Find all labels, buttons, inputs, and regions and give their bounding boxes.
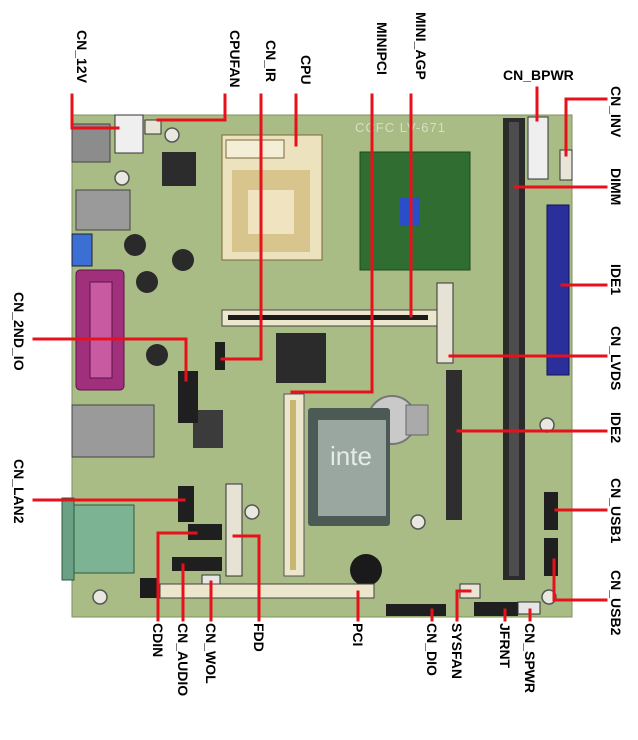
capacitors bbox=[124, 234, 194, 366]
label-cn-dio: CN_DIO bbox=[424, 623, 440, 676]
label-mini-agp: MINI_AGP bbox=[413, 12, 429, 80]
2nd-io-header bbox=[178, 371, 198, 423]
label-cn-wol: CN_WOL bbox=[203, 623, 219, 684]
leader-sysfan bbox=[455, 589, 472, 622]
ide2-connector bbox=[446, 370, 462, 520]
northbridge-chip bbox=[359, 151, 471, 271]
jfrnt-header bbox=[474, 602, 518, 616]
label-cpu: CPU bbox=[298, 55, 314, 85]
southbridge-chip: inte bbox=[308, 408, 390, 526]
ide1-connector bbox=[546, 204, 570, 376]
label-cn-lvds: CN_LVDS bbox=[608, 326, 624, 390]
label-ide2: IDE2 bbox=[608, 412, 624, 443]
ir-header bbox=[215, 342, 225, 370]
label-cn-spwr: CN_SPWR bbox=[522, 623, 538, 693]
label-cn-bpwr: CN_BPWR bbox=[503, 67, 574, 83]
leader-cn-12v bbox=[70, 93, 120, 130]
label-cn-usb1: CN_USB1 bbox=[608, 478, 624, 544]
label-jfrnt: JFRNT bbox=[497, 623, 513, 669]
label-cn-audio: CN_AUDIO bbox=[175, 623, 191, 696]
leader-cpufan bbox=[156, 93, 227, 122]
label-cn-inv: CN_INV bbox=[608, 86, 624, 138]
label-cn-12v: CN_12V bbox=[74, 30, 90, 84]
dio-header bbox=[386, 604, 446, 616]
motherboard: CCFC LV-671 bbox=[61, 114, 573, 618]
label-minipci: MINIPCI bbox=[374, 22, 390, 75]
label-cpufan: CPUFAN bbox=[227, 30, 243, 88]
leader-minipci bbox=[290, 93, 374, 394]
label-sysfan: SYSFAN bbox=[449, 623, 465, 679]
usb2-header bbox=[544, 538, 558, 576]
audio-header bbox=[172, 557, 222, 571]
cdin-header bbox=[188, 524, 222, 540]
rear-io bbox=[61, 123, 158, 598]
intel-logo-text: inte bbox=[330, 441, 372, 471]
cpufan-connector bbox=[144, 119, 162, 135]
labels: CN_12V CPUFAN CN_IR CPU MINIPCI MINI_AGP… bbox=[11, 12, 624, 696]
board-silkscreen: CCFC LV-671 bbox=[355, 120, 446, 135]
leader-lines bbox=[32, 86, 608, 622]
label-cn-2nd-io: CN_2ND_IO bbox=[11, 292, 27, 371]
dimm-slot bbox=[503, 118, 525, 580]
label-cn-usb2: CN_USB2 bbox=[608, 570, 624, 636]
leader-fdd bbox=[232, 534, 261, 622]
lan2-header bbox=[178, 486, 194, 522]
bpwr-connector bbox=[527, 116, 549, 180]
bios-chip bbox=[162, 152, 196, 186]
label-cn-lan2: CN_LAN2 bbox=[11, 459, 27, 524]
leader-cn-2nd-io bbox=[32, 337, 188, 382]
cpu-socket bbox=[221, 134, 323, 261]
leader-cn-usb2 bbox=[552, 558, 608, 602]
label-cn-ir: CN_IR bbox=[263, 40, 279, 82]
fdd-connector bbox=[225, 483, 243, 577]
label-pci: PCI bbox=[350, 623, 366, 646]
leader-cn-ir bbox=[220, 93, 263, 361]
lvds-connector bbox=[436, 282, 454, 364]
label-dimm: DIMM bbox=[608, 168, 624, 205]
mounting-holes bbox=[92, 127, 557, 605]
12v-power-connector bbox=[114, 114, 144, 154]
leader-cn-inv bbox=[564, 97, 608, 157]
leader-cdin bbox=[156, 531, 198, 622]
super-io-chip bbox=[276, 333, 326, 383]
label-fdd: FDD bbox=[251, 623, 267, 652]
label-cdin: CDIN bbox=[150, 623, 166, 657]
pci-slot bbox=[159, 583, 375, 599]
label-ide1: IDE1 bbox=[608, 264, 624, 295]
buzzer bbox=[350, 554, 382, 586]
usb1-header bbox=[544, 492, 558, 530]
